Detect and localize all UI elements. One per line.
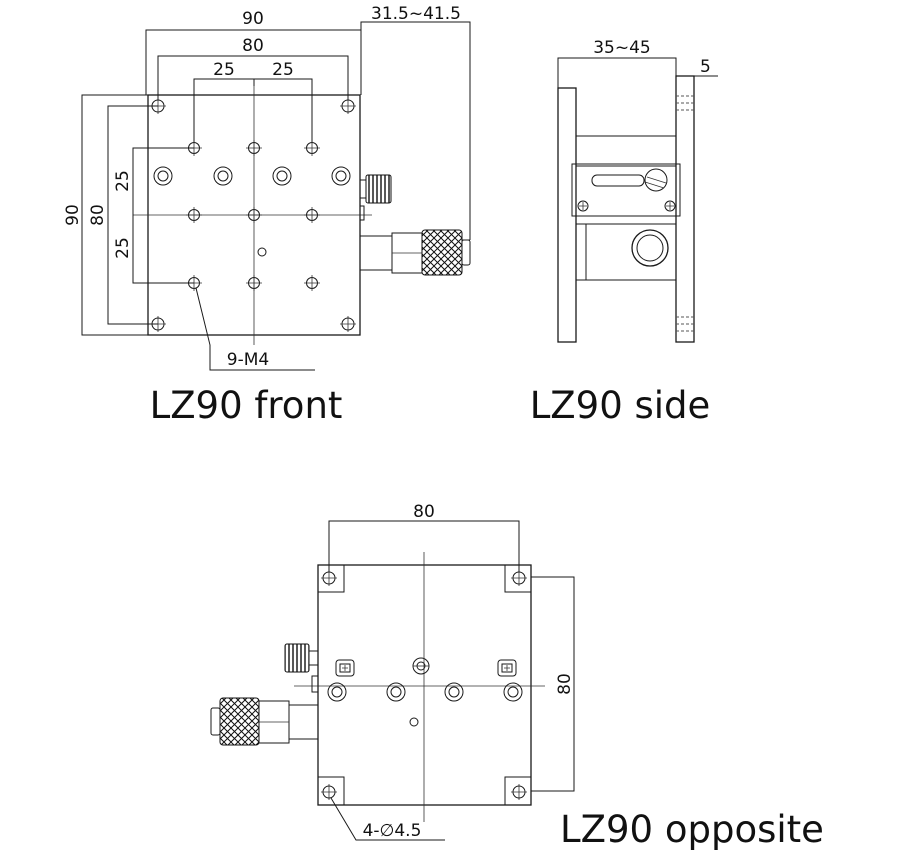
front-dim-vpitch-bottom: 25 [113, 237, 133, 259]
front-dim-pitch-right: 25 [272, 60, 294, 80]
side-hidden-lines [676, 95, 694, 332]
opposite-stage-body [317, 564, 532, 806]
front-dim-travel: 31.5~41.5 [371, 4, 461, 24]
opposite-square-screws [335, 659, 517, 677]
side-lower-body [585, 223, 677, 281]
opposite-hole-callout: 4-∅4.5 [363, 821, 422, 841]
front-dimension-lines [81, 21, 471, 371]
opposite-dim-line-vertical [531, 576, 575, 792]
front-dim-pitch-left: 25 [213, 60, 235, 80]
side-micrometer-end [631, 229, 669, 267]
front-dim-height-outer: 90 [63, 204, 83, 226]
front-lock-knob [359, 174, 392, 221]
front-small-hole [257, 247, 267, 257]
side-view [557, 57, 718, 343]
opposite-callout-leader [330, 797, 445, 841]
front-dim-height-inner: 80 [88, 204, 108, 226]
front-hole-callout: 9-M4 [227, 350, 269, 370]
caption-side: LZ90 side [530, 384, 711, 427]
front-dim-width-outer: 90 [242, 9, 264, 29]
front-view [81, 21, 471, 371]
front-counterbore-holes [153, 166, 351, 186]
side-dim-depth: 35~45 [593, 38, 651, 58]
front-threaded-holes [186, 140, 320, 291]
side-lower-left [575, 223, 587, 281]
side-inner-top [575, 135, 677, 167]
caption-front: LZ90 front [150, 384, 343, 427]
side-slot [591, 174, 645, 187]
side-dim-line-depth [557, 57, 677, 88]
caption-opposite: LZ90 opposite [560, 808, 824, 851]
opposite-corner-pockets [318, 565, 531, 805]
side-screws [577, 200, 676, 212]
opposite-lock-knob [284, 643, 319, 693]
side-dim-plate: 5 [700, 57, 711, 77]
opposite-view [210, 520, 575, 841]
front-micrometer [359, 229, 471, 276]
side-left-plate [557, 87, 577, 343]
opposite-dim-hole-spacing: 80 [413, 502, 435, 522]
front-dim-width-inner: 80 [242, 36, 264, 56]
opposite-counterbore-holes [327, 682, 523, 702]
opposite-small-hole [409, 717, 419, 727]
opposite-dim-line-horizontal [328, 520, 520, 572]
opposite-micrometer [210, 697, 319, 746]
side-lock-screw [644, 168, 668, 192]
opposite-dim-hole-spacing-vertical: 80 [555, 673, 575, 695]
side-right-plate [675, 75, 695, 343]
front-dim-vpitch-top: 25 [113, 170, 133, 192]
side-divider [575, 215, 677, 225]
